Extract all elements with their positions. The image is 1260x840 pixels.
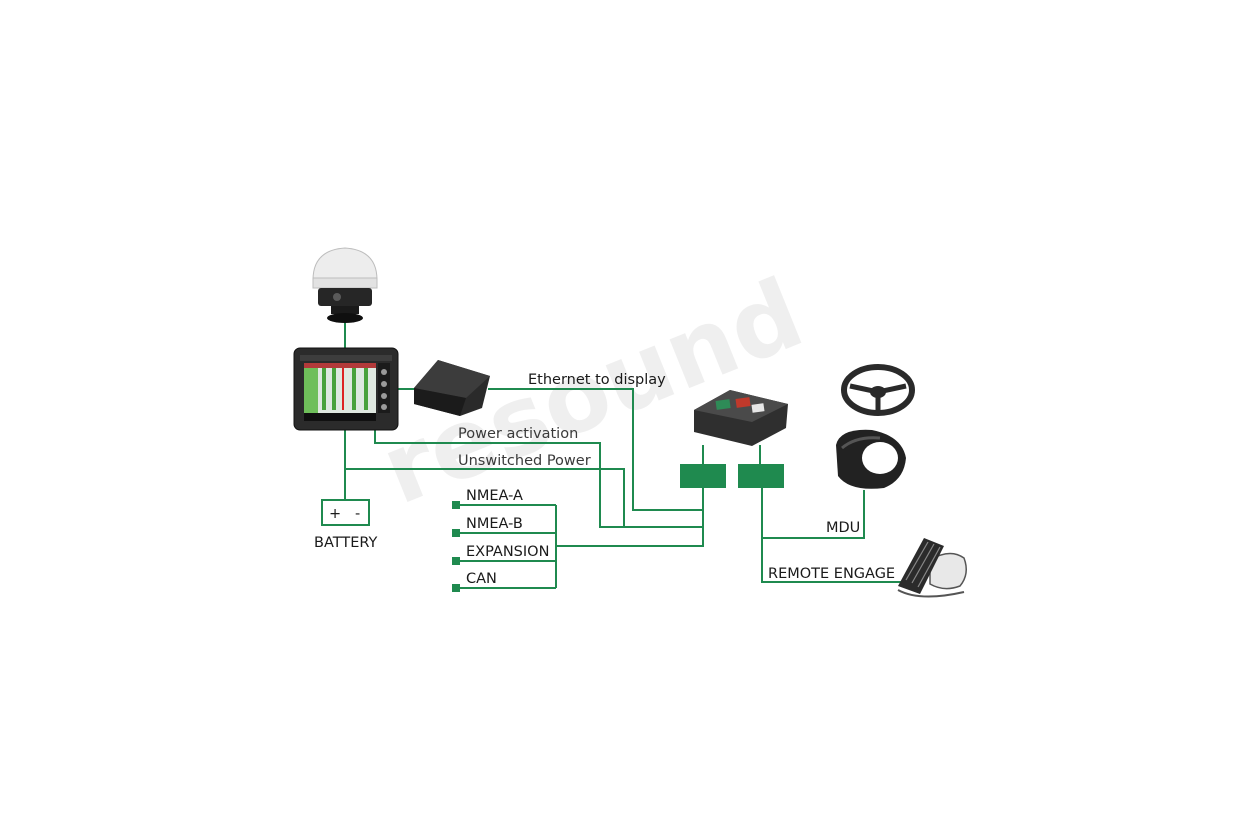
steering-controller-icon — [694, 390, 788, 446]
wires — [344, 320, 905, 589]
steering-wheel-icon — [841, 364, 915, 416]
battery-icon: + - — [321, 499, 370, 526]
battery-box — [321, 499, 370, 526]
wire-remote-engage — [761, 488, 905, 583]
bus-terminals — [452, 501, 460, 592]
wire-mdu — [762, 490, 865, 539]
battery-minus-label: - — [355, 506, 360, 522]
terminal-nmea-b — [452, 529, 460, 537]
connector-block-2 — [738, 464, 784, 488]
terminal-nmea-a — [452, 501, 460, 509]
display-terminal-icon — [293, 347, 399, 431]
label-nmea-a: NMEA-A — [466, 488, 523, 504]
label-battery: BATTERY — [314, 535, 378, 551]
receiver-box-icon — [414, 360, 490, 416]
label-ethernet: Ethernet to display — [528, 372, 666, 388]
label-nmea-b: NMEA-B — [466, 516, 523, 532]
wire-unswitched-power — [345, 468, 625, 528]
label-unswitched-power: Unswitched Power — [458, 453, 591, 469]
remote-engage-pedal-icon — [897, 538, 967, 598]
label-power-activation: Power activation — [458, 426, 578, 442]
label-can: CAN — [466, 571, 497, 587]
gps-antenna-icon — [312, 247, 378, 323]
label-remote-engage: REMOTE ENGAGE — [768, 566, 895, 582]
terminal-can — [452, 584, 460, 592]
wire-ethernet — [488, 388, 703, 511]
terminal-expansion — [452, 557, 460, 565]
wire-power-activation — [374, 430, 703, 528]
connector-block-1 — [680, 464, 726, 488]
battery-plus-label: + — [329, 506, 341, 522]
label-mdu: MDU — [826, 520, 860, 536]
wire-connector1-trunk — [556, 488, 704, 547]
label-expansion: EXPANSION — [466, 544, 549, 560]
motor-drive-unit-icon — [836, 429, 906, 489]
